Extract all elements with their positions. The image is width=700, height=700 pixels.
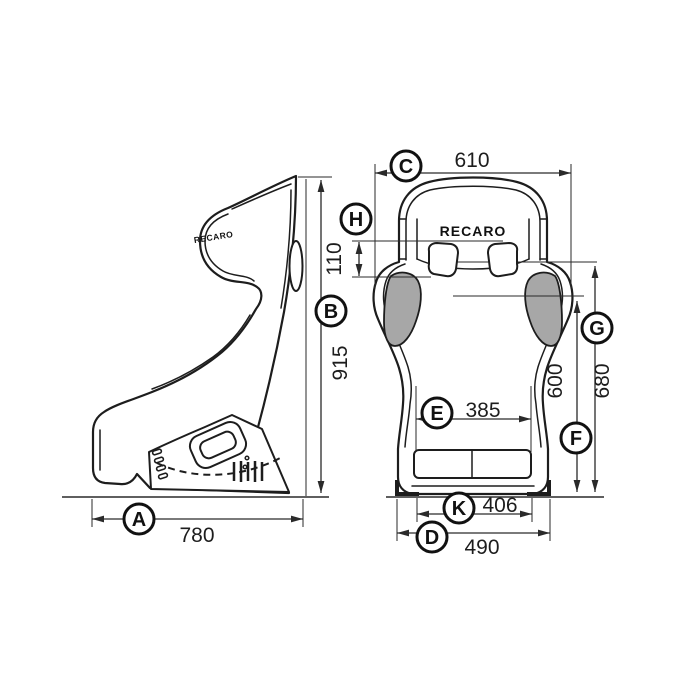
base-foot-left bbox=[395, 480, 419, 496]
side-headrest-bulge-inner bbox=[204, 213, 255, 282]
side-belt-slot bbox=[288, 240, 304, 292]
side-view: RECARO bbox=[91, 174, 304, 495]
base-foot-right bbox=[527, 480, 551, 496]
dimension-annotations: A B C D E F G H bbox=[62, 149, 614, 559]
shoulder-pad-left bbox=[383, 271, 422, 347]
value-H: 110 bbox=[323, 242, 346, 275]
value-D: 490 bbox=[464, 536, 499, 559]
side-front-inner-line bbox=[151, 314, 251, 390]
belt-hole-left bbox=[427, 242, 459, 278]
value-B: 915 bbox=[329, 345, 352, 380]
side-headrest-inner-line bbox=[231, 183, 292, 210]
balloon-F: F bbox=[559, 421, 593, 455]
balloon-E: E bbox=[420, 396, 454, 430]
recaro-logo-front: RECARO bbox=[440, 223, 507, 239]
balloon-K: K bbox=[442, 491, 476, 525]
belt-hole-right bbox=[487, 242, 519, 278]
balloon-B: B bbox=[314, 294, 348, 328]
value-C: 610 bbox=[454, 149, 489, 172]
svg-text:F: F bbox=[570, 428, 582, 450]
svg-text:K: K bbox=[452, 498, 467, 520]
balloon-C: C bbox=[389, 149, 423, 183]
svg-text:H: H bbox=[349, 209, 363, 231]
svg-text:C: C bbox=[399, 156, 413, 178]
front-view: RECARO bbox=[352, 176, 597, 496]
svg-text:E: E bbox=[430, 403, 443, 425]
value-G: 680 bbox=[591, 363, 614, 398]
balloon-A: A bbox=[122, 502, 156, 536]
balloon-D: D bbox=[415, 520, 449, 554]
value-K: 406 bbox=[482, 494, 517, 517]
side-belt-opening bbox=[188, 421, 248, 469]
value-A: 780 bbox=[179, 524, 214, 547]
side-seat-shell bbox=[91, 174, 298, 495]
front-headrest-inner bbox=[405, 185, 541, 261]
bracket-dashed-line bbox=[156, 456, 283, 476]
value-E: 385 bbox=[465, 399, 500, 422]
svg-text:D: D bbox=[425, 527, 439, 549]
svg-text:G: G bbox=[589, 318, 605, 340]
svg-text:B: B bbox=[324, 301, 338, 323]
bracket-pin-hole bbox=[242, 464, 248, 470]
side-back-inner-line bbox=[280, 189, 292, 309]
balloon-G: G bbox=[580, 311, 614, 345]
svg-text:A: A bbox=[132, 509, 146, 531]
bracket-vent-bars bbox=[232, 461, 264, 482]
shoulder-pad-right bbox=[524, 271, 563, 347]
bracket-slot-holes bbox=[151, 448, 169, 480]
bracket-pin-hole bbox=[244, 455, 250, 461]
value-F: 600 bbox=[544, 363, 567, 398]
balloon-H: H bbox=[339, 202, 373, 236]
